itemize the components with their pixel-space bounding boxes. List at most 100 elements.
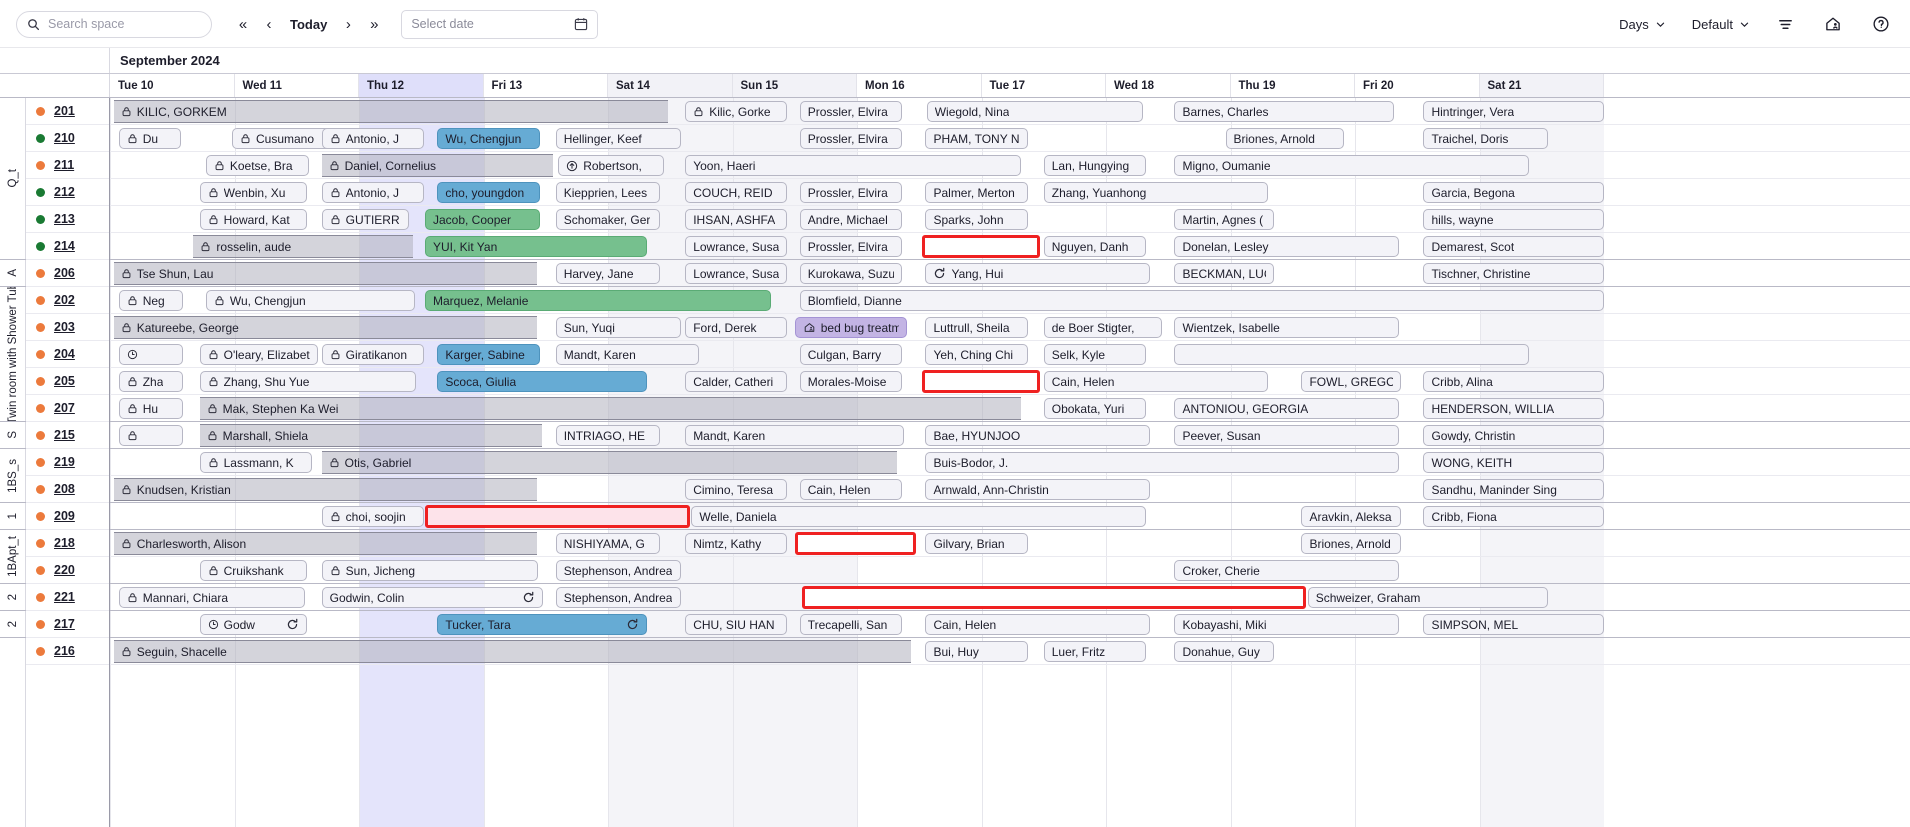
booking-block[interactable]: Kobayashi, Miki — [1174, 614, 1399, 635]
day-header-fri-20[interactable]: Fri 20 — [1355, 74, 1480, 97]
booking-block[interactable]: Welle, Daniela — [691, 506, 1146, 527]
booking-block[interactable]: Donahue, Guy — [1174, 641, 1275, 662]
booking-block[interactable]: Culgan, Barry — [799, 344, 902, 365]
empty-highlighted-cell[interactable] — [424, 505, 691, 528]
booking-block[interactable]: YUI, Kit Yan — [424, 236, 647, 257]
day-header-mon-16[interactable]: Mon 16 — [857, 74, 982, 97]
today-button[interactable]: Today — [282, 17, 335, 32]
booking-block[interactable]: Cimino, Teresa — [685, 479, 788, 500]
room-row-212[interactable]: 212 — [26, 179, 109, 206]
booking-block[interactable]: Neg — [118, 290, 184, 311]
booking-block[interactable]: Luttrull, Sheila — [925, 317, 1028, 338]
booking-block[interactable]: Trecapelli, San — [799, 614, 902, 635]
booking-block[interactable]: Marshall, Shiela — [199, 424, 542, 447]
jump-forward-button[interactable]: » — [361, 11, 387, 37]
empty-highlighted-cell[interactable] — [802, 586, 1307, 609]
booking-block[interactable]: Cusumano — [232, 128, 335, 149]
booking-block[interactable]: Martin, Agnes ( — [1174, 209, 1275, 230]
room-row-207[interactable]: 207 — [26, 395, 109, 422]
empty-highlighted-cell[interactable] — [921, 370, 1040, 393]
booking-block[interactable]: Obokata, Yuri — [1043, 398, 1146, 419]
booking-block[interactable]: Marquez, Melanie — [424, 290, 772, 311]
day-header-tue-10[interactable]: Tue 10 — [110, 74, 235, 97]
booking-block[interactable]: Cain, Helen — [799, 479, 902, 500]
booking-block[interactable]: WONG, KEITH — [1423, 452, 1604, 473]
refresh-right-icon[interactable] — [626, 618, 639, 631]
booking-block[interactable]: KILIC, GORKEM — [113, 100, 668, 123]
booking-block[interactable]: Howard, Kat — [199, 209, 307, 230]
select-date-field[interactable]: Select date — [401, 9, 599, 39]
booking-block[interactable]: Cribb, Fiona — [1423, 506, 1604, 527]
room-row-206[interactable]: 206 — [26, 260, 109, 287]
booking-block[interactable]: choi, soojin — [321, 506, 424, 527]
booking-block[interactable]: Mandt, Karen — [555, 344, 699, 365]
booking-block[interactable]: Zhang, Shu Yue — [199, 371, 417, 392]
booking-block[interactable]: Luer, Fritz — [1043, 641, 1146, 662]
booking-block[interactable]: Tse Shun, Lau — [113, 262, 538, 285]
room-row-220[interactable]: 220 — [26, 557, 109, 584]
room-row-202[interactable]: 202 — [26, 287, 109, 314]
booking-block[interactable]: Knudsen, Kristian — [113, 478, 538, 501]
booking-block[interactable]: Karger, Sabine — [437, 344, 540, 365]
room-number-link[interactable]: 211 — [54, 158, 75, 172]
booking-block[interactable]: Mak, Stephen Ka Wei — [199, 397, 1022, 420]
booking-block[interactable]: HENDERSON, WILLIA — [1423, 398, 1604, 419]
booking-block[interactable]: Yeh, Ching Chi — [925, 344, 1028, 365]
booking-block[interactable]: Bui, Huy — [925, 641, 1028, 662]
booking-block[interactable]: Daniel, Cornelius — [321, 154, 554, 177]
room-number-link[interactable]: 221 — [54, 590, 75, 604]
booking-block[interactable]: O'leary, Elizabet — [199, 344, 318, 365]
booking-block[interactable]: CHU, SIU HAN — [685, 614, 788, 635]
day-header-wed-18[interactable]: Wed 18 — [1106, 74, 1231, 97]
room-row-204[interactable]: 204 — [26, 341, 109, 368]
room-row-213[interactable]: 213 — [26, 206, 109, 233]
booking-block[interactable]: Buis-Bodor, J. — [925, 452, 1399, 473]
booking-block[interactable]: Andre, Michael — [799, 209, 902, 230]
booking-block[interactable] — [1174, 344, 1530, 365]
booking-block[interactable]: Briones, Arnold — [1301, 533, 1402, 554]
room-number-link[interactable]: 205 — [54, 374, 75, 388]
booking-block[interactable]: Prossler, Elvira — [799, 101, 902, 122]
booking-block[interactable]: Godw — [199, 614, 307, 635]
booking-block[interactable]: Gilvary, Brian — [925, 533, 1028, 554]
day-header-thu-19[interactable]: Thu 19 — [1230, 74, 1355, 97]
jump-back-button[interactable]: « — [230, 11, 256, 37]
booking-block[interactable]: Prossler, Elvira — [799, 236, 902, 257]
booking-block[interactable]: Bae, HYUNJOO — [925, 425, 1150, 446]
booking-block[interactable]: Yang, Hui — [925, 263, 1150, 284]
booking-block[interactable]: Scoca, Giulia — [437, 371, 647, 392]
booking-block[interactable]: Ford, Derek — [685, 317, 788, 338]
booking-block[interactable]: Kiepprien, Lees — [555, 182, 661, 203]
room-number-link[interactable]: 206 — [54, 266, 75, 280]
booking-block[interactable]: Lowrance, Susa — [685, 263, 788, 284]
day-header-fri-13[interactable]: Fri 13 — [483, 74, 608, 97]
booking-block[interactable]: Traichel, Doris — [1423, 128, 1548, 149]
booking-block[interactable]: Sandhu, Maninder Sing — [1423, 479, 1604, 500]
booking-block[interactable]: de Boer Stigter, — [1043, 317, 1163, 338]
booking-block[interactable]: NISHIYAMA, G — [555, 533, 661, 554]
booking-block[interactable]: Tischner, Christine — [1423, 263, 1604, 284]
booking-block[interactable]: ANTONIOU, GEORGIA — [1174, 398, 1399, 419]
room-number-link[interactable]: 202 — [54, 293, 75, 307]
booking-block[interactable]: Giratikanon — [321, 344, 424, 365]
booking-block[interactable]: COUCH, REID — [685, 182, 788, 203]
room-row-209[interactable]: 209 — [26, 503, 109, 530]
booking-block[interactable]: GUTIERR — [321, 209, 409, 230]
booking-block[interactable]: rosselin, aude — [193, 235, 413, 258]
room-row-215[interactable]: 215 — [26, 422, 109, 449]
booking-block[interactable]: Seguin, Shacelle — [113, 640, 911, 663]
booking-block[interactable]: PHAM, TONY N — [925, 128, 1028, 149]
booking-block[interactable]: Croker, Cherie — [1174, 560, 1399, 581]
room-number-link[interactable]: 204 — [54, 347, 75, 361]
room-number-link[interactable]: 213 — [54, 212, 75, 226]
room-number-link[interactable]: 219 — [54, 455, 75, 469]
room-number-link[interactable]: 212 — [54, 185, 75, 199]
day-header-sat-14[interactable]: Sat 14 — [608, 74, 733, 97]
booking-block[interactable]: Peever, Susan — [1174, 425, 1399, 446]
booking-block[interactable]: Charlesworth, Alison — [113, 532, 538, 555]
booking-block[interactable]: Hu — [118, 398, 184, 419]
booking-block[interactable]: Aravkin, Aleksa — [1301, 506, 1402, 527]
booking-block[interactable]: Selk, Kyle — [1043, 344, 1146, 365]
room-row-211[interactable]: 211 — [26, 152, 109, 179]
booking-block[interactable]: Jacob, Cooper — [424, 209, 540, 230]
